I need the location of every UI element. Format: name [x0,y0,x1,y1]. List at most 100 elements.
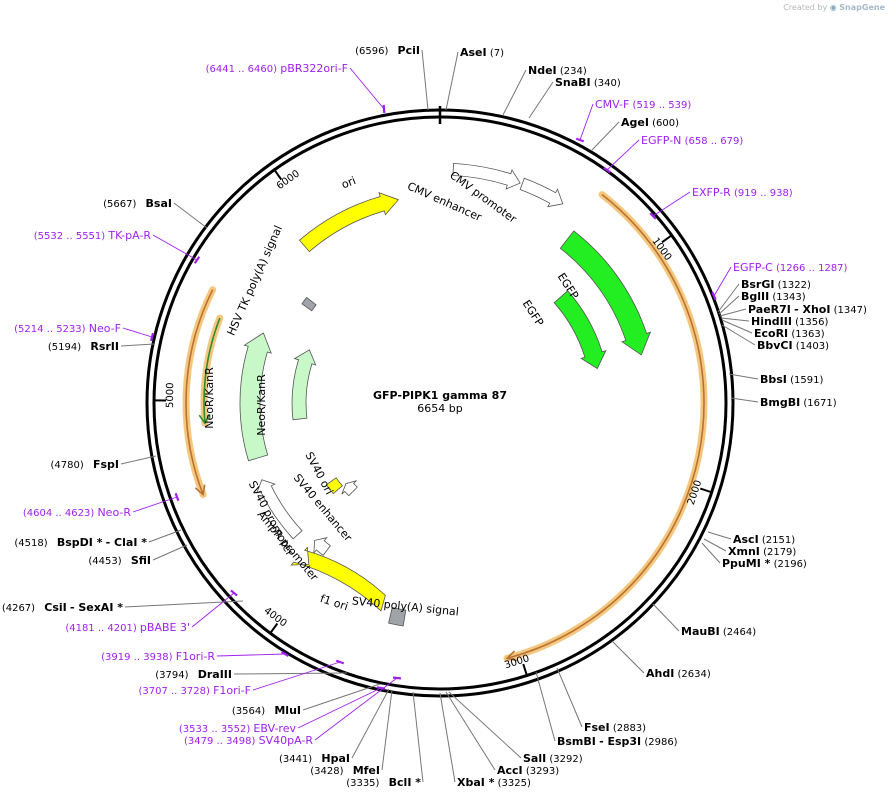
credit-prefix: Created by [783,3,828,12]
site-name: MauBI [681,625,720,638]
hsv-tk-polya-box[interactable] [301,296,317,312]
primer-name: EBV-rev [253,722,296,735]
primer-label[interactable]: (6441 .. 6460) pBR322ori-F [206,62,348,75]
restriction-site-label[interactable]: FseI (2883) [584,721,646,734]
restriction-site-label[interactable]: AhdI (2634) [646,667,711,680]
site-position: (2151) [762,535,795,546]
site-leader-line [721,319,753,334]
site-leader-line [445,51,459,111]
primer-label[interactable]: EGFP-N (658 .. 679) [641,134,743,147]
primer-leader-line [606,139,640,171]
restriction-site-label[interactable]: (3564) MluI [232,704,301,717]
primer-label[interactable]: EXFP-R (919 .. 938) [692,186,793,199]
primer-leader-line [132,496,178,513]
restriction-site-label[interactable]: BsrGI (1322) [741,278,811,291]
restriction-site-label[interactable]: (6596) PciI [355,44,420,57]
primer-range: (519 .. 539) [633,100,692,111]
sv40-polya-box[interactable] [388,607,407,627]
restriction-site-label[interactable]: MauBI (2464) [681,625,756,638]
primer-label[interactable]: (3919 .. 3938) F1ori-R [101,650,215,663]
restriction-site-label[interactable]: NdeI (234) [528,64,587,77]
site-leader-line [302,683,381,711]
snapgene-logo-icon: ◉ [829,3,837,12]
sv40-enhancer-arrow[interactable] [341,480,358,497]
restriction-site-label[interactable]: AccI (3293) [497,764,559,777]
site-leader-line [351,688,390,759]
primer-label[interactable]: (3479 .. 3498) SV40pA-R [184,734,313,747]
restriction-site-label[interactable]: XbaI * (3325) [457,776,531,789]
restriction-site-label[interactable]: (3335) BclI * [346,776,421,789]
neor-kanr-arrow-outer[interactable] [239,332,272,462]
restriction-site-label[interactable]: AseI (7) [460,46,504,59]
site-name: HpaI [321,752,350,765]
restriction-site-label[interactable]: (5194) RsrII [48,340,119,353]
restriction-site-label[interactable]: (5667) BsaI [103,197,172,210]
site-leader-line [448,691,522,759]
egfp-arrow-inner[interactable] [553,290,607,370]
position-tick-label: 6000 [275,168,302,192]
primer-name: SV40pA-R [259,734,314,747]
site-name: NdeI [528,64,557,77]
cmv-enhancer-arrow[interactable] [452,162,521,190]
primer-leader-line [297,687,382,729]
site-position: (340) [594,78,621,89]
primer-label[interactable]: (3707 .. 3728) F1ori-F [138,684,251,697]
site-leader-line [148,529,182,543]
site-position: (4780) [51,460,84,471]
restriction-site-label[interactable]: SnaBI (340) [555,76,621,89]
ori-arrow[interactable] [298,192,400,253]
restriction-site-label[interactable]: (4453) SfiI [88,554,151,567]
sv40-promoter-arrow[interactable] [256,479,303,540]
primer-label[interactable]: (4181 .. 4201) pBABE 3' [65,621,190,634]
f1-ori-arrow[interactable] [290,546,386,612]
restriction-site-label[interactable]: (3428) MfeI [310,764,380,777]
primer-label[interactable]: (4604 .. 4623) Neo-R [23,506,132,519]
site-name: RsrII [90,340,119,353]
restriction-site-label[interactable]: PaeR7I - XhoI (1347) [748,303,867,316]
primer-label[interactable]: (3533 .. 3552) EBV-rev [179,722,297,735]
egfp-arrow-outer[interactable] [559,230,652,356]
primer-name: F1ori-R [176,650,216,663]
restriction-site-label[interactable]: EcoRI (1363) [754,327,825,340]
primer-label[interactable]: (5214 .. 5233) Neo-F [14,322,121,335]
primer-range: (658 .. 679) [685,136,744,147]
cmv-promoter-arrow[interactable] [519,177,564,208]
restriction-site-label[interactable]: AscI (2151) [733,533,795,546]
primer-label[interactable]: EGFP-C (1266 .. 1287) [733,261,848,274]
restriction-site-label[interactable]: BbsI (1591) [760,373,823,386]
site-position: (6596) [355,46,388,57]
primer-range: (3707 .. 3728) [138,686,210,697]
primer-name: EXFP-R [692,186,731,199]
plasmid-name: GFP-PIPK1 gamma 87 [373,389,507,402]
ampr-promoter-arrow[interactable] [313,537,331,556]
site-name: BbsI [760,373,787,386]
site-name: BbvCI [757,339,793,352]
primer-leader-line [252,661,341,691]
primer-name: CMV-F [595,98,629,111]
primer-label[interactable]: (5532 .. 5551) TK-pA-R [34,229,152,242]
restriction-site-label[interactable]: (3794) DraIII [155,668,232,681]
neor-kanr-arrow-inner[interactable] [291,349,317,421]
restriction-site-label[interactable]: SalI (3292) [523,752,583,765]
restriction-site-label[interactable]: (4780) FspI [51,458,119,471]
feature-label: HSV TK poly(A) signal [225,224,285,338]
site-leader-line [721,324,756,346]
primer-label[interactable]: CMV-F (519 .. 539) [595,98,691,111]
restriction-site-label[interactable]: (4518) BspDI * - ClaI * [14,536,147,549]
restriction-site-label[interactable]: HindIII (1356) [751,315,829,328]
restriction-site-label[interactable]: PpuMI * (2196) [722,557,807,570]
sv40-ori-box[interactable] [325,477,343,495]
restriction-site-label[interactable]: BsmBI - Esp3I (2986) [557,735,678,748]
site-position: (2196) [774,559,807,570]
restriction-site-label[interactable]: BbvCI (1403) [757,339,829,352]
site-name: AccI [497,764,523,777]
site-position: (4267) [2,603,35,614]
restriction-site-label[interactable]: BmgBI (1671) [760,396,837,409]
restriction-site-label[interactable]: (3441) HpaI [279,752,350,765]
restriction-site-label[interactable]: AgeI (600) [621,116,679,129]
restriction-site-label[interactable]: BglII (1343) [741,290,806,303]
restriction-site-label[interactable]: (4267) CsiI - SexAI * [2,601,123,614]
site-position: (4518) [14,538,47,549]
restriction-site-label[interactable]: XmnI (2179) [728,545,796,558]
primer-name: Neo-R [97,506,131,519]
